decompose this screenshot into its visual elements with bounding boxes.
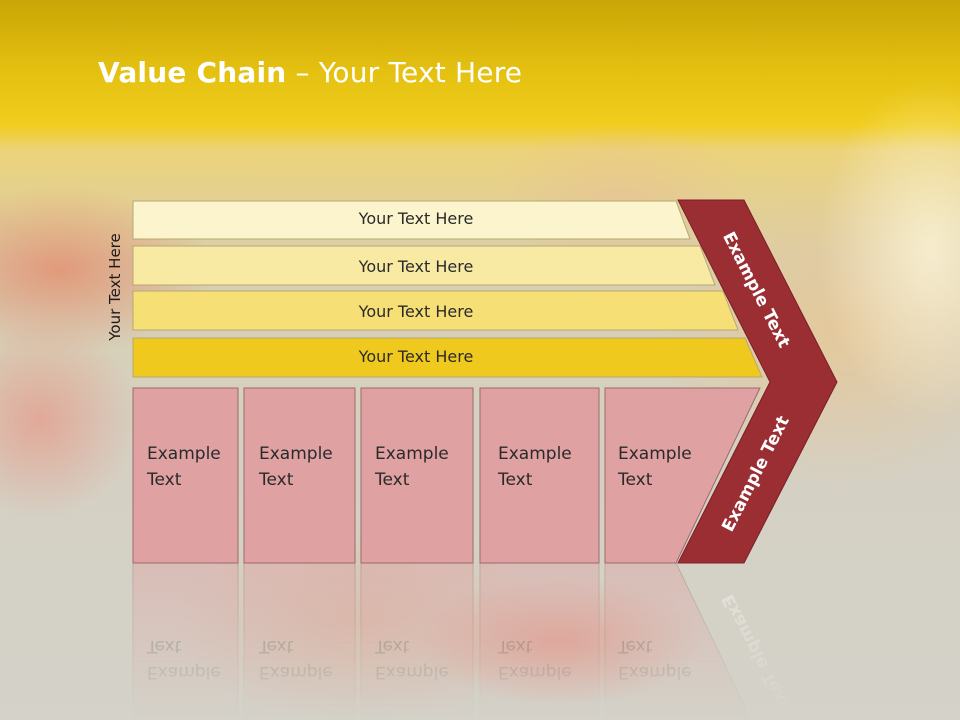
box-2 — [243, 387, 356, 564]
box-5-line1-reflection: Example — [618, 662, 692, 682]
box-3-line1-reflection: Example — [375, 662, 449, 682]
box-5-line2: Text — [617, 470, 653, 490]
diagram-reflection: Example Text Example Text Example Text E… — [132, 200, 837, 720]
bar-1-label: Your Text Here — [358, 209, 474, 228]
box-2-line1-reflection: Example — [259, 662, 333, 682]
box-1 — [132, 387, 239, 564]
title-bold: Value Chain — [98, 56, 287, 89]
box-1-line1-reflection: Example — [147, 662, 221, 682]
box-4-line2-reflection: Text — [497, 636, 533, 656]
bar-3-label: Your Text Here — [358, 302, 474, 321]
box-1-reflection — [132, 562, 239, 720]
box-3-line1: Example — [375, 444, 449, 464]
box-4-reflection — [479, 562, 600, 720]
box-4 — [479, 387, 600, 564]
box-2-line1: Example — [259, 444, 333, 464]
box-2-line2-reflection: Text — [258, 636, 294, 656]
box-3-line2: Text — [374, 470, 410, 490]
bar-1 — [132, 200, 691, 240]
box-4-line1: Example — [498, 444, 572, 464]
bar-4 — [132, 337, 763, 378]
bar-4-label: Your Text Here — [358, 347, 474, 366]
bar-2 — [132, 245, 716, 286]
box-2-line2: Text — [258, 470, 294, 490]
box-1-line1: Example — [147, 444, 221, 464]
box-1-line2-reflection: Text — [146, 636, 182, 656]
bar-2-label: Your Text Here — [358, 257, 474, 276]
box-5-reflection — [604, 562, 752, 720]
title-rest: – Your Text Here — [286, 56, 523, 89]
slide-title: Value Chain – Your Text Here — [98, 56, 522, 89]
box-3-line2-reflection: Text — [374, 636, 410, 656]
box-3-reflection — [360, 562, 474, 720]
bar-3 — [132, 290, 739, 331]
box-1-line2: Text — [146, 470, 182, 490]
chevron-reflection — [678, 200, 837, 563]
box-5-line2-reflection: Text — [617, 636, 653, 656]
box-3 — [360, 387, 474, 564]
box-4-line1-reflection: Example — [498, 662, 572, 682]
box-4-line2: Text — [497, 470, 533, 490]
box-5-line1: Example — [618, 444, 692, 464]
box-2-reflection — [243, 562, 356, 720]
